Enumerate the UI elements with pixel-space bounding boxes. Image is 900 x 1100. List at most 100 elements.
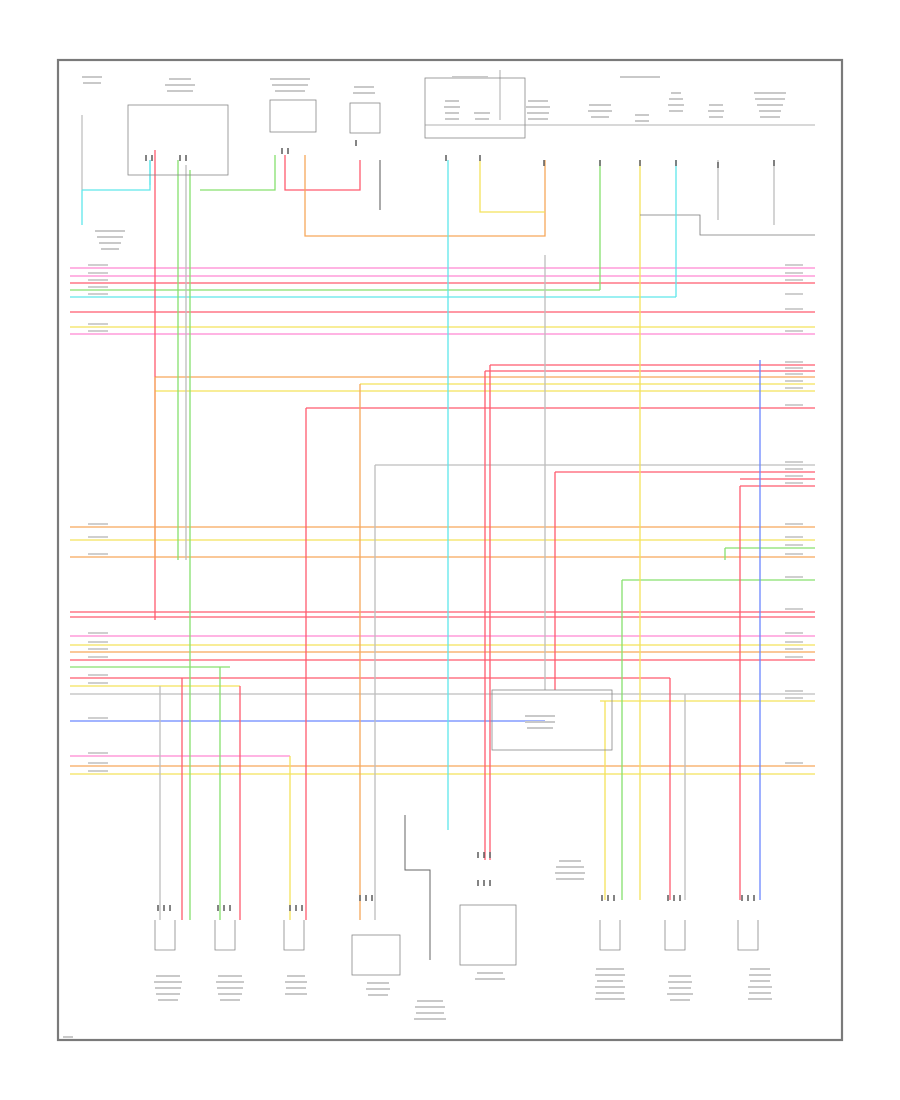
bottom-label xyxy=(220,999,240,1001)
wire-tag xyxy=(785,544,803,546)
wire-tag xyxy=(785,330,803,332)
bottom-label xyxy=(366,988,390,990)
bottom-label xyxy=(156,975,180,977)
wire-tag xyxy=(88,682,108,684)
wire-tag xyxy=(88,770,108,772)
page-number xyxy=(63,1036,73,1038)
bottom-label xyxy=(559,860,581,862)
bottom-label xyxy=(668,981,692,983)
wire-tag xyxy=(785,690,803,692)
bottom-label xyxy=(477,972,503,974)
relay-label xyxy=(165,84,195,86)
bottom-label xyxy=(669,975,691,977)
wire-tag xyxy=(785,762,803,764)
bottom-label xyxy=(216,981,244,983)
comp-label xyxy=(635,120,649,122)
wire-tag xyxy=(785,264,803,266)
wire-tag xyxy=(785,361,803,363)
bottom-label xyxy=(285,993,307,995)
bottom-label xyxy=(748,986,772,988)
module-label xyxy=(527,727,553,729)
wire-tag xyxy=(785,536,803,538)
wire-tag xyxy=(88,752,108,754)
bottom-label xyxy=(669,987,691,989)
comp-label xyxy=(709,104,723,106)
comp-label xyxy=(757,104,783,106)
diagram-frame xyxy=(56,58,844,1042)
comp-label xyxy=(760,116,780,118)
wire-tag xyxy=(785,475,803,477)
bottom-label xyxy=(416,1012,444,1014)
bottom-label xyxy=(217,987,243,989)
bottom-label xyxy=(749,992,771,994)
left-sensor-label xyxy=(95,230,125,232)
wire-tag xyxy=(785,373,803,375)
bottom-label xyxy=(158,999,178,1001)
left-sensor-label xyxy=(97,236,123,238)
bottom-label xyxy=(155,987,181,989)
wire-tag xyxy=(785,648,803,650)
wire-tag xyxy=(785,272,803,274)
wire-tag xyxy=(785,380,803,382)
bottom-label xyxy=(750,980,770,982)
bottom-label xyxy=(475,978,505,980)
bottom-sensor xyxy=(599,920,621,951)
bottom-label xyxy=(285,981,307,983)
wire-tag xyxy=(88,330,108,332)
control-module-box xyxy=(491,689,613,751)
comp-label xyxy=(445,112,459,114)
bottom-label xyxy=(748,998,772,1000)
module-label xyxy=(525,721,555,723)
switch-label xyxy=(275,90,305,92)
top-left-label xyxy=(82,76,102,78)
bottom-label xyxy=(368,994,388,996)
comp-label xyxy=(669,110,683,112)
wire-tag xyxy=(785,632,803,634)
module-label xyxy=(452,76,488,78)
comp-label xyxy=(445,100,459,102)
wire-tag xyxy=(785,367,803,369)
bottom-module-2 xyxy=(459,904,517,966)
fuel-pump-relay xyxy=(349,102,381,134)
wire-tag xyxy=(785,553,803,555)
top-left-label xyxy=(83,82,101,84)
wire-tag xyxy=(88,264,108,266)
wire-tag xyxy=(88,293,108,295)
bottom-label xyxy=(555,872,585,874)
bottom-sensor xyxy=(154,920,176,951)
bottom-label xyxy=(218,993,242,995)
switch-label xyxy=(272,84,308,86)
components xyxy=(127,77,775,976)
ground-route xyxy=(404,815,431,960)
wire-tag xyxy=(785,482,803,484)
comp-label xyxy=(635,114,649,116)
comp-label xyxy=(528,118,548,120)
comp-label xyxy=(591,116,609,118)
wire-tag xyxy=(88,279,108,281)
wires xyxy=(70,70,815,960)
bottom-label xyxy=(415,1006,445,1008)
bottom-label xyxy=(156,993,180,995)
wire-tag xyxy=(785,293,803,295)
red-route xyxy=(284,155,361,191)
comp-label xyxy=(588,110,612,112)
wire-tag xyxy=(88,632,108,634)
orange-route xyxy=(304,155,546,237)
comp-label xyxy=(526,106,550,108)
wire-tag xyxy=(785,468,803,470)
bottom-label xyxy=(414,1018,446,1020)
wire-tag xyxy=(785,523,803,525)
comp-label xyxy=(474,112,490,114)
bottom-label xyxy=(750,968,770,970)
inertia-switch-box xyxy=(424,77,526,139)
wire-tag xyxy=(785,576,803,578)
comp-label xyxy=(671,92,681,94)
comp-label xyxy=(528,100,548,102)
bottom-label xyxy=(287,975,305,977)
bottom-label xyxy=(596,968,624,970)
wire-tag xyxy=(785,461,803,463)
bottom-label xyxy=(670,999,690,1001)
power-relay-box xyxy=(127,104,229,176)
wire-tag xyxy=(785,308,803,310)
wire-tag xyxy=(88,674,108,676)
